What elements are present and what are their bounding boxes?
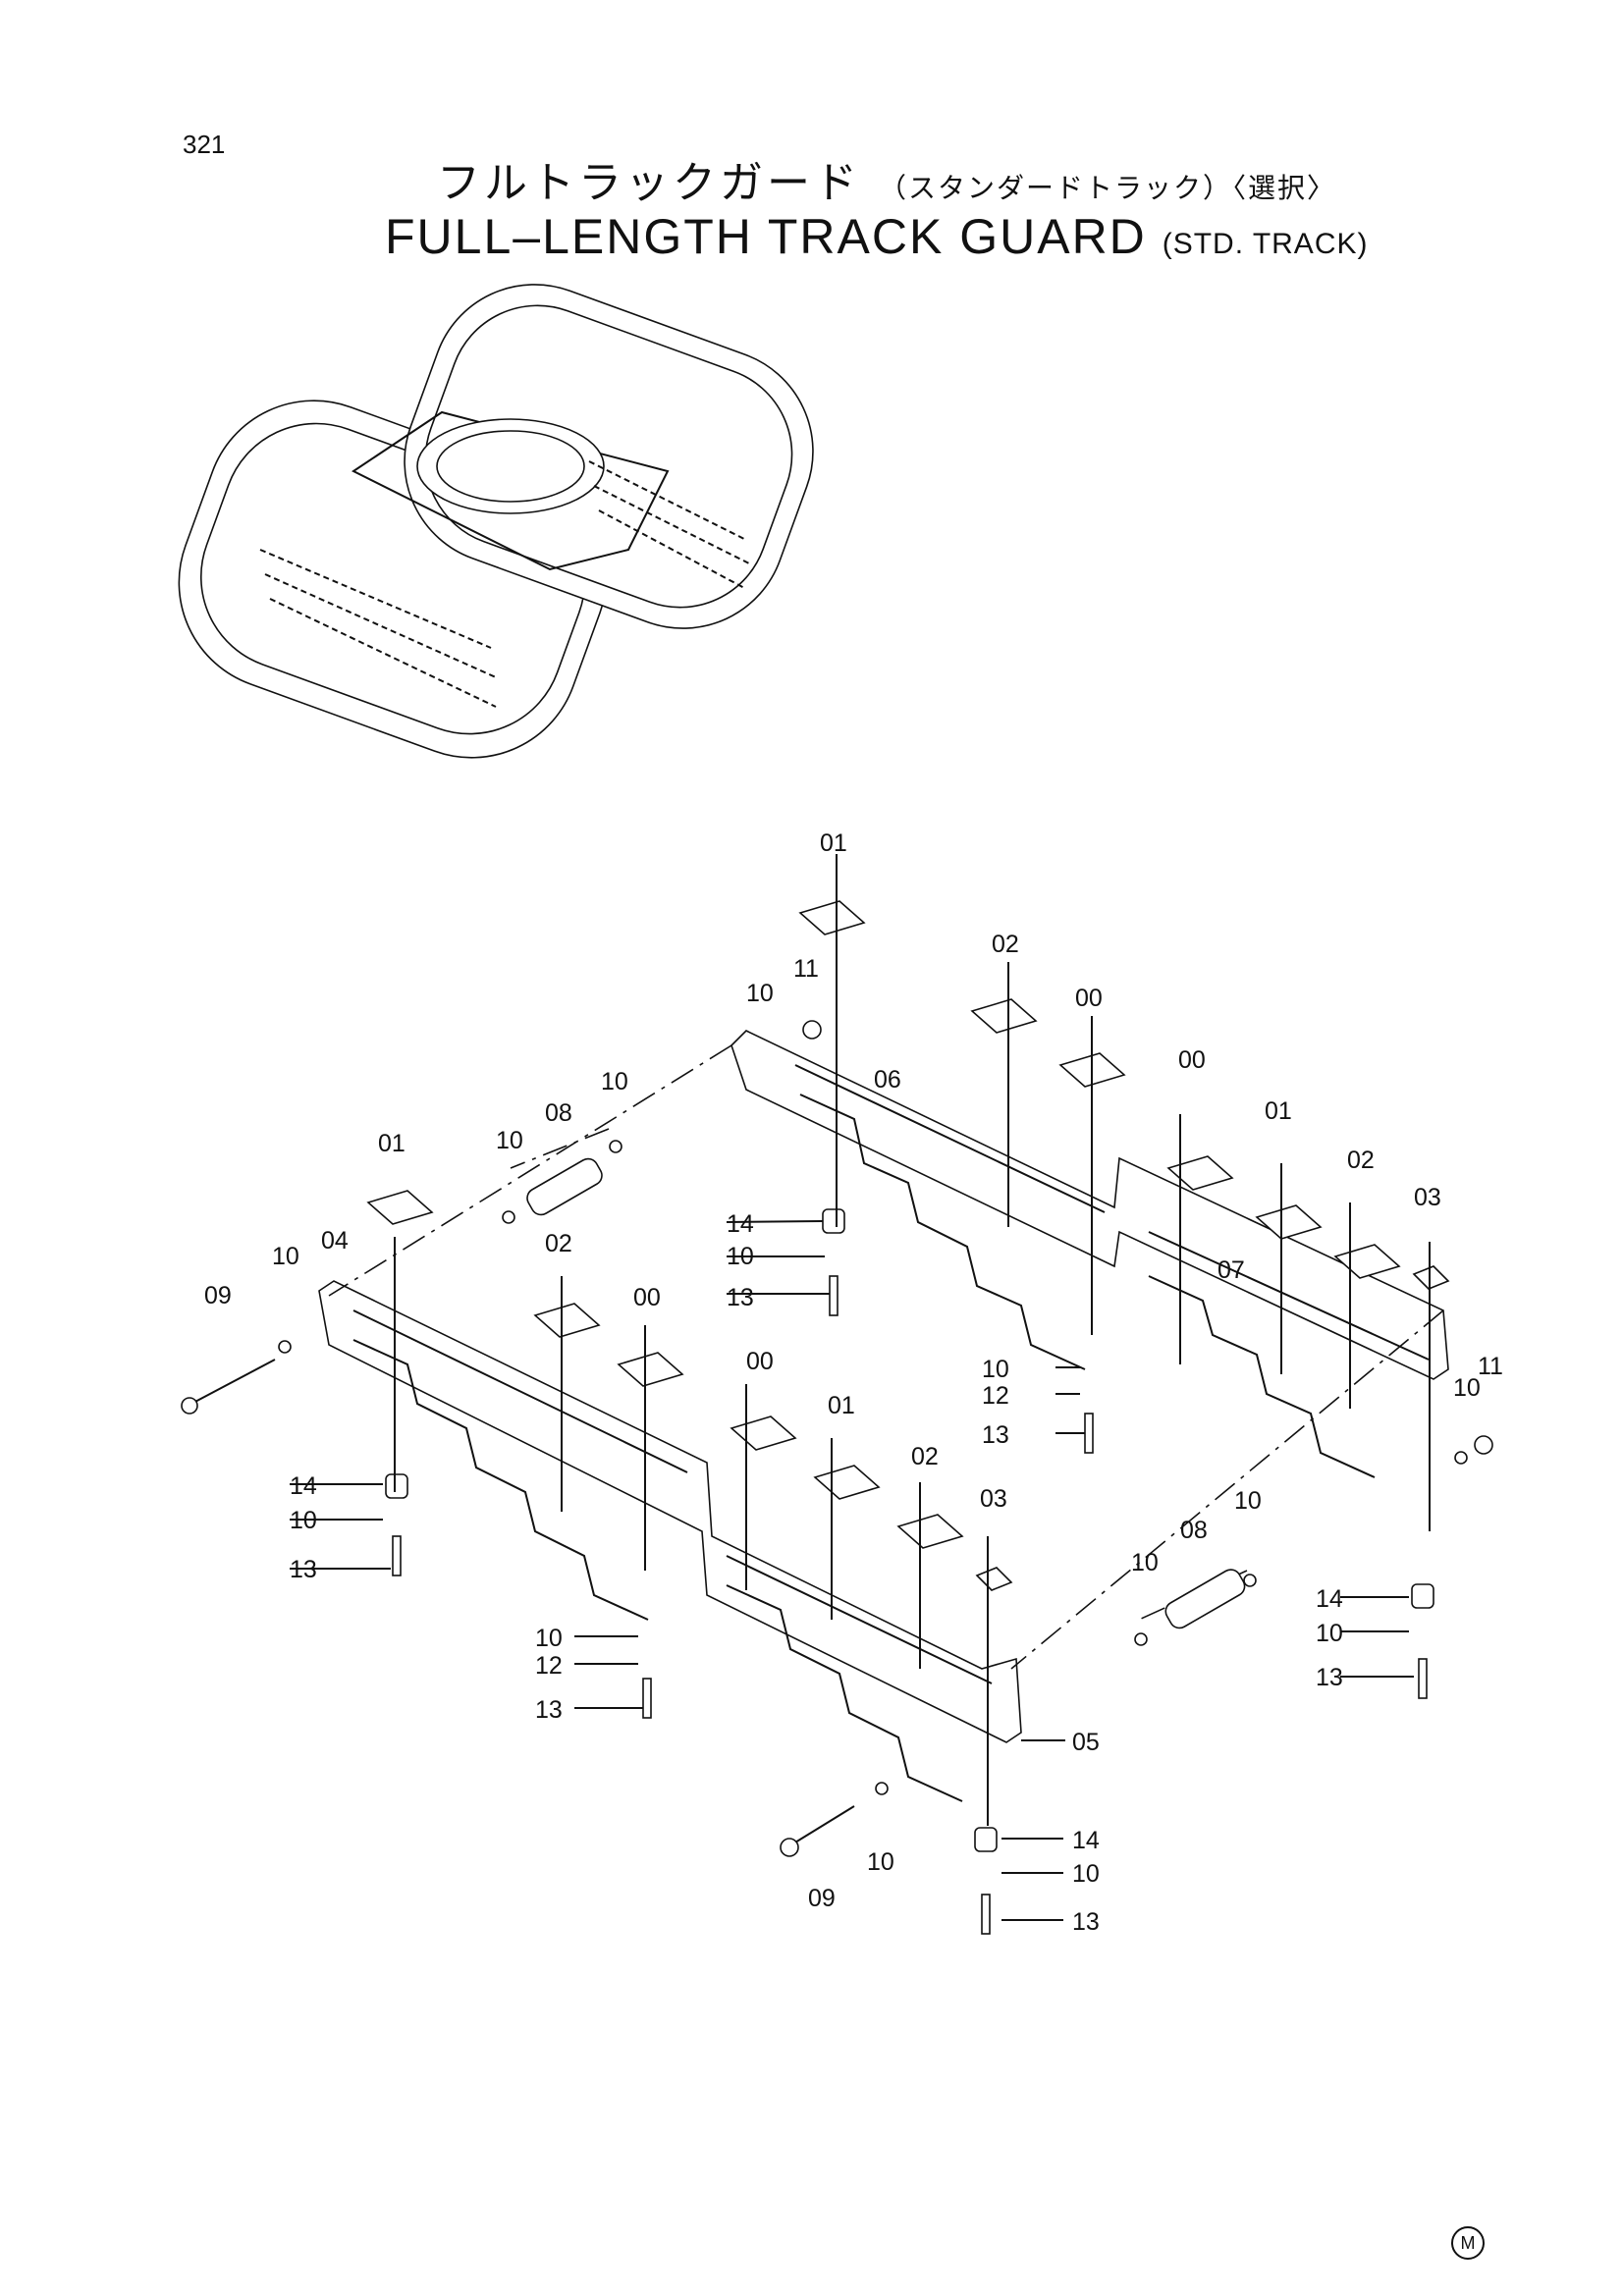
- callout-10: 10: [535, 1625, 563, 1652]
- plate-02-right: [1333, 1244, 1401, 1279]
- right-guard-rail: [730, 1030, 1449, 1478]
- callout-03: 03: [980, 1485, 1007, 1513]
- callout-13: 13: [982, 1421, 1009, 1449]
- callout-13: 13: [727, 1284, 754, 1311]
- callout-10: 10: [601, 1068, 628, 1095]
- callout-10: 10: [496, 1127, 523, 1154]
- callout-12: 12: [535, 1652, 563, 1680]
- callout-02: 02: [545, 1230, 572, 1257]
- title-japanese-main: フルトラックガード: [437, 158, 861, 208]
- plate-03-mid: [975, 1567, 1013, 1591]
- callout-13: 13: [1072, 1908, 1100, 1936]
- callout-08: 08: [545, 1099, 572, 1127]
- plate-01-left: [366, 1190, 434, 1225]
- plate-01-mid: [813, 1465, 881, 1500]
- callout-02: 02: [911, 1443, 939, 1470]
- callout-02: 02: [1347, 1147, 1375, 1174]
- callout-04: 04: [321, 1227, 349, 1255]
- callout-11: 11: [1478, 1353, 1503, 1380]
- callout-10: 10: [1234, 1487, 1262, 1515]
- callout-05: 05: [1072, 1729, 1100, 1756]
- callout-01: 01: [378, 1130, 406, 1157]
- callout-10: 10: [867, 1848, 894, 1876]
- callout-14: 14: [290, 1472, 317, 1500]
- callout-10: 10: [746, 980, 774, 1007]
- title-english-sub: (STD. TRACK): [1162, 228, 1369, 260]
- callout-10: 10: [1131, 1549, 1159, 1576]
- callout-13: 13: [535, 1696, 563, 1724]
- callout-14: 14: [727, 1210, 754, 1238]
- callout-labels: 01 02 00 00 01 02 03 10 11 06 10 08 10 0…: [204, 829, 1503, 1936]
- callout-01: 01: [828, 1392, 855, 1419]
- callout-06: 06: [874, 1066, 901, 1094]
- plate-00-mid: [730, 1415, 797, 1451]
- callout-01: 01: [820, 829, 847, 857]
- plate-00-right: [1166, 1155, 1234, 1191]
- callout-13: 13: [1316, 1664, 1343, 1691]
- callout-14: 14: [1072, 1827, 1100, 1854]
- plate-03-right: [1412, 1265, 1450, 1290]
- leader-lines: [290, 854, 1431, 1921]
- plate-02-top: [970, 998, 1038, 1034]
- callout-10: 10: [982, 1356, 1009, 1383]
- plate-02-left: [533, 1303, 601, 1338]
- callout-03: 03: [1414, 1184, 1441, 1211]
- plate-01-top: [798, 900, 866, 935]
- callout-13: 13: [290, 1556, 317, 1583]
- callout-01: 01: [1265, 1097, 1292, 1125]
- callout-10: 10: [1453, 1374, 1481, 1402]
- callout-10: 10: [272, 1243, 299, 1270]
- callout-09: 09: [808, 1885, 836, 1912]
- corner-mark: M: [1451, 2226, 1485, 2260]
- title-english-main: FULL–LENGTH TRACK GUARD: [385, 209, 1147, 264]
- fasteners: [181, 1020, 1493, 1935]
- callout-08: 08: [1180, 1517, 1208, 1544]
- page-number: 321: [183, 130, 226, 159]
- callout-00: 00: [1178, 1046, 1206, 1074]
- callout-00: 00: [746, 1348, 774, 1375]
- callout-10: 10: [1072, 1860, 1100, 1888]
- title-english: FULL–LENGTH TRACK GUARD (STD. TRACK): [385, 208, 1369, 265]
- plate-00-left: [617, 1352, 684, 1387]
- callout-10: 10: [1316, 1620, 1343, 1647]
- callout-02: 02: [992, 931, 1019, 958]
- callout-09: 09: [204, 1282, 232, 1309]
- plate-01-right: [1255, 1204, 1323, 1240]
- undercarriage-overview: [178, 284, 814, 759]
- callout-11: 11: [793, 955, 819, 983]
- callout-07: 07: [1217, 1256, 1245, 1284]
- title-japanese-sub: （スタンダードトラック）〈選択〉: [879, 172, 1337, 204]
- callout-10: 10: [290, 1507, 317, 1534]
- callout-10: 10: [727, 1243, 754, 1270]
- callout-12: 12: [982, 1382, 1009, 1410]
- plate-02-mid: [896, 1514, 964, 1549]
- title-japanese: フルトラックガード （スタンダードトラック）〈選択〉: [437, 147, 1336, 210]
- callout-00: 00: [1075, 985, 1103, 1012]
- callout-14: 14: [1316, 1585, 1343, 1613]
- callout-00: 00: [633, 1284, 661, 1311]
